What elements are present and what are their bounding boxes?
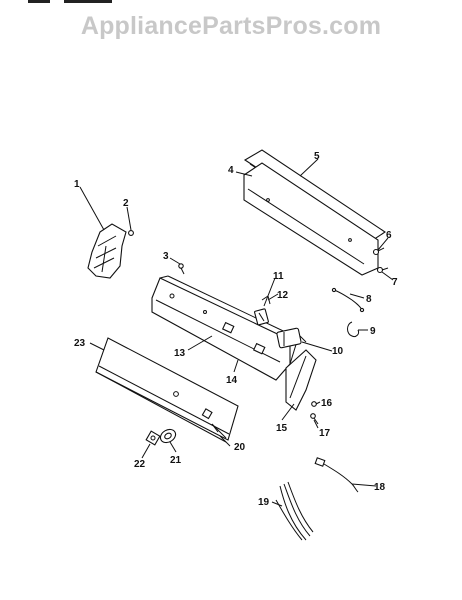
part-7-screw[interactable] [376, 266, 389, 274]
callout-19: 19 [258, 497, 270, 508]
part-21-knob[interactable] [158, 427, 178, 445]
part-4-backguard-panel[interactable] [243, 162, 379, 276]
part-1-end-bracket[interactable] [87, 223, 127, 279]
part-16-screw[interactable] [311, 401, 317, 407]
part-17-screw[interactable] [310, 413, 319, 425]
callout-15: 15 [276, 423, 288, 434]
top-edge-mark-left [28, 0, 50, 3]
part-6-screw[interactable] [372, 247, 385, 256]
callout-1: 1 [74, 179, 80, 190]
part-23-lower-panel[interactable] [95, 337, 239, 443]
callout-9: 9 [370, 326, 376, 337]
part-3-screw[interactable] [178, 263, 185, 275]
callout-12: 12 [277, 290, 289, 301]
callout-2: 2 [123, 198, 129, 209]
callout-11: 11 [273, 271, 284, 282]
leader-lines [79, 158, 394, 507]
part-15-side-trim[interactable] [285, 349, 317, 411]
part-18-wire-lead[interactable] [314, 457, 359, 493]
callout-20: 20 [234, 442, 246, 453]
callout-14: 14 [226, 375, 238, 386]
part-20-switch[interactable] [211, 423, 227, 439]
part-10-clock-module[interactable] [276, 327, 307, 349]
part-19-wire-bundle[interactable] [275, 481, 314, 541]
callout-7: 7 [392, 277, 398, 288]
callout-labels: 1 2 3 4 5 6 7 8 9 10 11 12 13 14 15 16 1… [74, 151, 398, 508]
callout-17: 17 [319, 428, 331, 439]
callout-8: 8 [366, 294, 372, 305]
callout-6: 6 [386, 230, 392, 241]
callout-18: 18 [374, 482, 386, 493]
part-9-wire-clip[interactable] [347, 321, 359, 337]
callout-21: 21 [170, 455, 182, 466]
callout-23: 23 [74, 338, 86, 349]
callout-22: 22 [134, 459, 146, 470]
callout-3: 3 [163, 251, 169, 262]
callout-5: 5 [314, 151, 320, 162]
part-8-wire-harness[interactable] [331, 287, 365, 313]
callout-16: 16 [321, 398, 333, 409]
part-22-knob-insert[interactable] [145, 430, 161, 446]
part-2-screw[interactable] [128, 230, 134, 236]
callout-4: 4 [228, 165, 234, 176]
top-edge-mark-right [64, 0, 112, 3]
callout-13: 13 [174, 348, 186, 359]
part-11-switch[interactable] [254, 308, 269, 326]
site-watermark: AppliancePartsPros.com [80, 12, 382, 40]
callout-10: 10 [332, 346, 344, 357]
